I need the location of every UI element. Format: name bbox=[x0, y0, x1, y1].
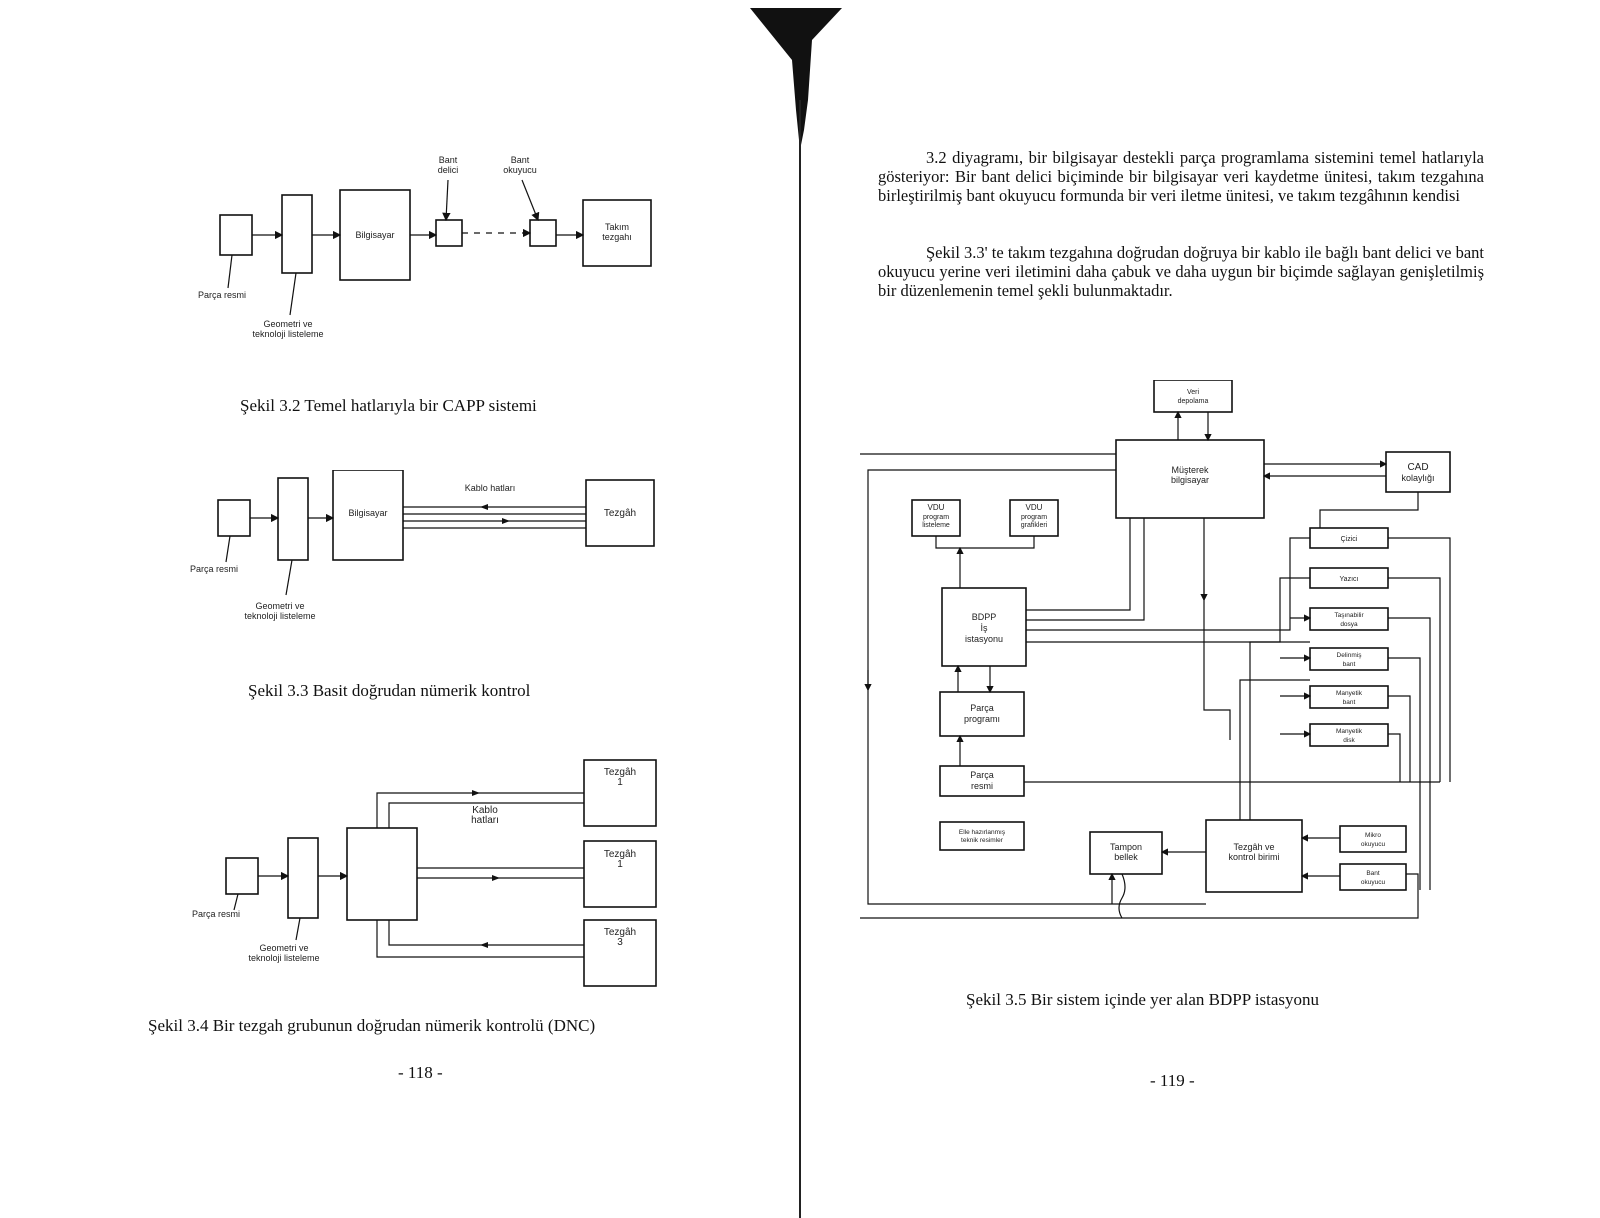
fig32-caption: Şekil 3.2 Temel hatlarıyla bir CAPP sist… bbox=[240, 396, 537, 415]
fig35-bant-label-2: okuyucu bbox=[1361, 879, 1386, 886]
page-number-118: - 118 - bbox=[398, 1063, 443, 1082]
fig34-tezgah1-label-2: 1 bbox=[617, 777, 623, 788]
figure-3-3-diagram: Kablo hatları Bilgisayar Tezgâh Parça re… bbox=[190, 470, 655, 621]
fig35-delinmis-label-2: bant bbox=[1343, 661, 1356, 668]
fig35-vdu2-label-2: program bbox=[1021, 514, 1047, 521]
figure-3-4-diagram: Kablo hatları Tezgâh 1 Tezgâh 1 Tezgâh 3… bbox=[192, 759, 657, 987]
fig35-caption: Şekil 3.5 Bir sistem içinde yer alan BDP… bbox=[966, 990, 1320, 1009]
fig35-bdpp-label-1: BDPP bbox=[972, 612, 997, 622]
fig34-tezgah3-label-1: Tezgâh bbox=[604, 927, 636, 938]
figure-3-2-diagram: Bant delici Bant okuyucu Bilgisayar Takı… bbox=[198, 155, 652, 339]
fig35-veri-label-1: Veri bbox=[1187, 389, 1200, 396]
fig32-geo-label-1: Geometri ve bbox=[263, 319, 312, 329]
fig32-bant-delici-label-2: delici bbox=[438, 165, 459, 175]
fig35-mdisk-label-2: disk bbox=[1343, 737, 1355, 744]
fig35-vdu1-label-2: program bbox=[923, 514, 949, 521]
fig34-kablo-label-1: Kablo bbox=[472, 805, 498, 816]
fig35-mikro-label-2: okuyucu bbox=[1361, 841, 1386, 848]
fig34-tezgah3-label-2: 3 bbox=[617, 937, 623, 948]
fig35-mdisk-label-1: Manyetik bbox=[1336, 728, 1363, 735]
fig34-tezgah2-label-2: 1 bbox=[617, 859, 623, 870]
fig32-geo-label-2: teknoloji listeleme bbox=[252, 329, 323, 339]
fig34-tezgah2-label-1: Tezgâh bbox=[604, 849, 636, 860]
fig35-program-label-1: Parça bbox=[970, 703, 994, 713]
paragraph-2: Şekil 3.3' te takım tezgahına doğrudan d… bbox=[878, 243, 1484, 300]
fig35-vdu1-label-1: VDU bbox=[928, 503, 945, 512]
fig33-caption: Şekil 3.3 Basit doğrudan nümerik kontrol bbox=[248, 681, 531, 700]
fig35-resmi-label-1: Parça bbox=[970, 770, 994, 780]
fig35-musterek-label-2: bilgisayar bbox=[1171, 475, 1209, 485]
fig33-bilgisayar-label: Bilgisayar bbox=[348, 508, 387, 518]
fig35-mbant-label-2: bant bbox=[1343, 699, 1356, 706]
fig32-bant-delici-label-1: Bant bbox=[439, 155, 458, 165]
fig32-bant-okuyucu-label-2: okuyucu bbox=[503, 165, 537, 175]
fig35-musterek-label-1: Müşterek bbox=[1171, 465, 1209, 475]
fig34-tezgah1-label-1: Tezgâh bbox=[604, 767, 636, 778]
fig35-cad-label-1: CAD bbox=[1407, 462, 1428, 473]
fig32-takim-label-2: tezgahı bbox=[602, 232, 632, 242]
fig33-kablo-label: Kablo hatları bbox=[465, 483, 516, 493]
fig35-bant-label-1: Bant bbox=[1366, 870, 1380, 877]
paragraph-1: 3.2 diyagramı, bir bilgisayar destekli p… bbox=[878, 148, 1484, 205]
fig35-vdu2-label-3: grafikleri bbox=[1021, 522, 1048, 529]
fig35-vdu1-label-3: listeleme bbox=[922, 522, 950, 529]
fig35-bdpp-label-2: İş bbox=[980, 623, 988, 633]
fig35-tasinabilir-label-2: dosya bbox=[1340, 621, 1358, 628]
fig35-veri-label-2: depolama bbox=[1178, 398, 1209, 405]
fig35-program-label-2: programı bbox=[964, 714, 1000, 724]
fig33-tezgah-label: Tezgâh bbox=[604, 508, 636, 519]
fig32-bilgisayar-label: Bilgisayar bbox=[355, 230, 394, 240]
fig35-tampon-label-2: bellek bbox=[1114, 852, 1138, 862]
fig35-cizici-label: Çizici bbox=[1341, 536, 1358, 543]
fig35-mikro-label-1: Mikro bbox=[1365, 832, 1381, 839]
fig32-takim-label-1: Takım bbox=[605, 222, 629, 232]
fig34-geo-label-1: Geometri ve bbox=[259, 943, 308, 953]
fig34-geo-label-2: teknoloji listeleme bbox=[248, 953, 319, 963]
fig35-elle-label-1: Elle hazırlanmış bbox=[959, 829, 1006, 836]
fig33-geo-label-2: teknoloji listeleme bbox=[244, 611, 315, 621]
fig35-yazici-label: Yazıcı bbox=[1340, 576, 1359, 583]
fig35-elle-label-2: teknik resimler bbox=[961, 837, 1004, 844]
fig35-tasinabilir-label-1: Taşınabilir bbox=[1334, 612, 1364, 619]
fig34-caption: Şekil 3.4 Bir tezgah grubunun doğrudan n… bbox=[148, 1016, 596, 1035]
figure-3-5-diagram: Veri depolama Müşterek bilgisayar CAD ko… bbox=[860, 380, 1451, 919]
fig35-tampon-label-1: Tampon bbox=[1110, 842, 1142, 852]
fig34-kablo-label-2: hatları bbox=[471, 815, 499, 826]
page-number-119: - 119 - bbox=[1150, 1071, 1195, 1090]
fig33-parca-label: Parça resmi bbox=[190, 564, 238, 574]
fig35-resmi-label-2: resmi bbox=[971, 781, 993, 791]
fig32-bant-okuyucu-label-1: Bant bbox=[511, 155, 530, 165]
fig34-parca-label: Parça resmi bbox=[192, 909, 240, 919]
fig35-tezgah-label-1: Tezgâh ve bbox=[1233, 842, 1274, 852]
fig35-tezgah-label-2: kontrol birimi bbox=[1228, 852, 1279, 862]
fig35-vdu2-label-1: VDU bbox=[1026, 503, 1043, 512]
fig35-bdpp-label-3: istasyonu bbox=[965, 634, 1003, 644]
fig33-geo-label-1: Geometri ve bbox=[255, 601, 304, 611]
fig35-mbant-label-1: Manyetik bbox=[1336, 690, 1363, 697]
fig32-parca-label: Parça resmi bbox=[198, 290, 246, 300]
fig35-cad-label-2: kolaylığı bbox=[1401, 473, 1434, 483]
fig35-delinmis-label-1: Delinmiş bbox=[1337, 652, 1363, 659]
